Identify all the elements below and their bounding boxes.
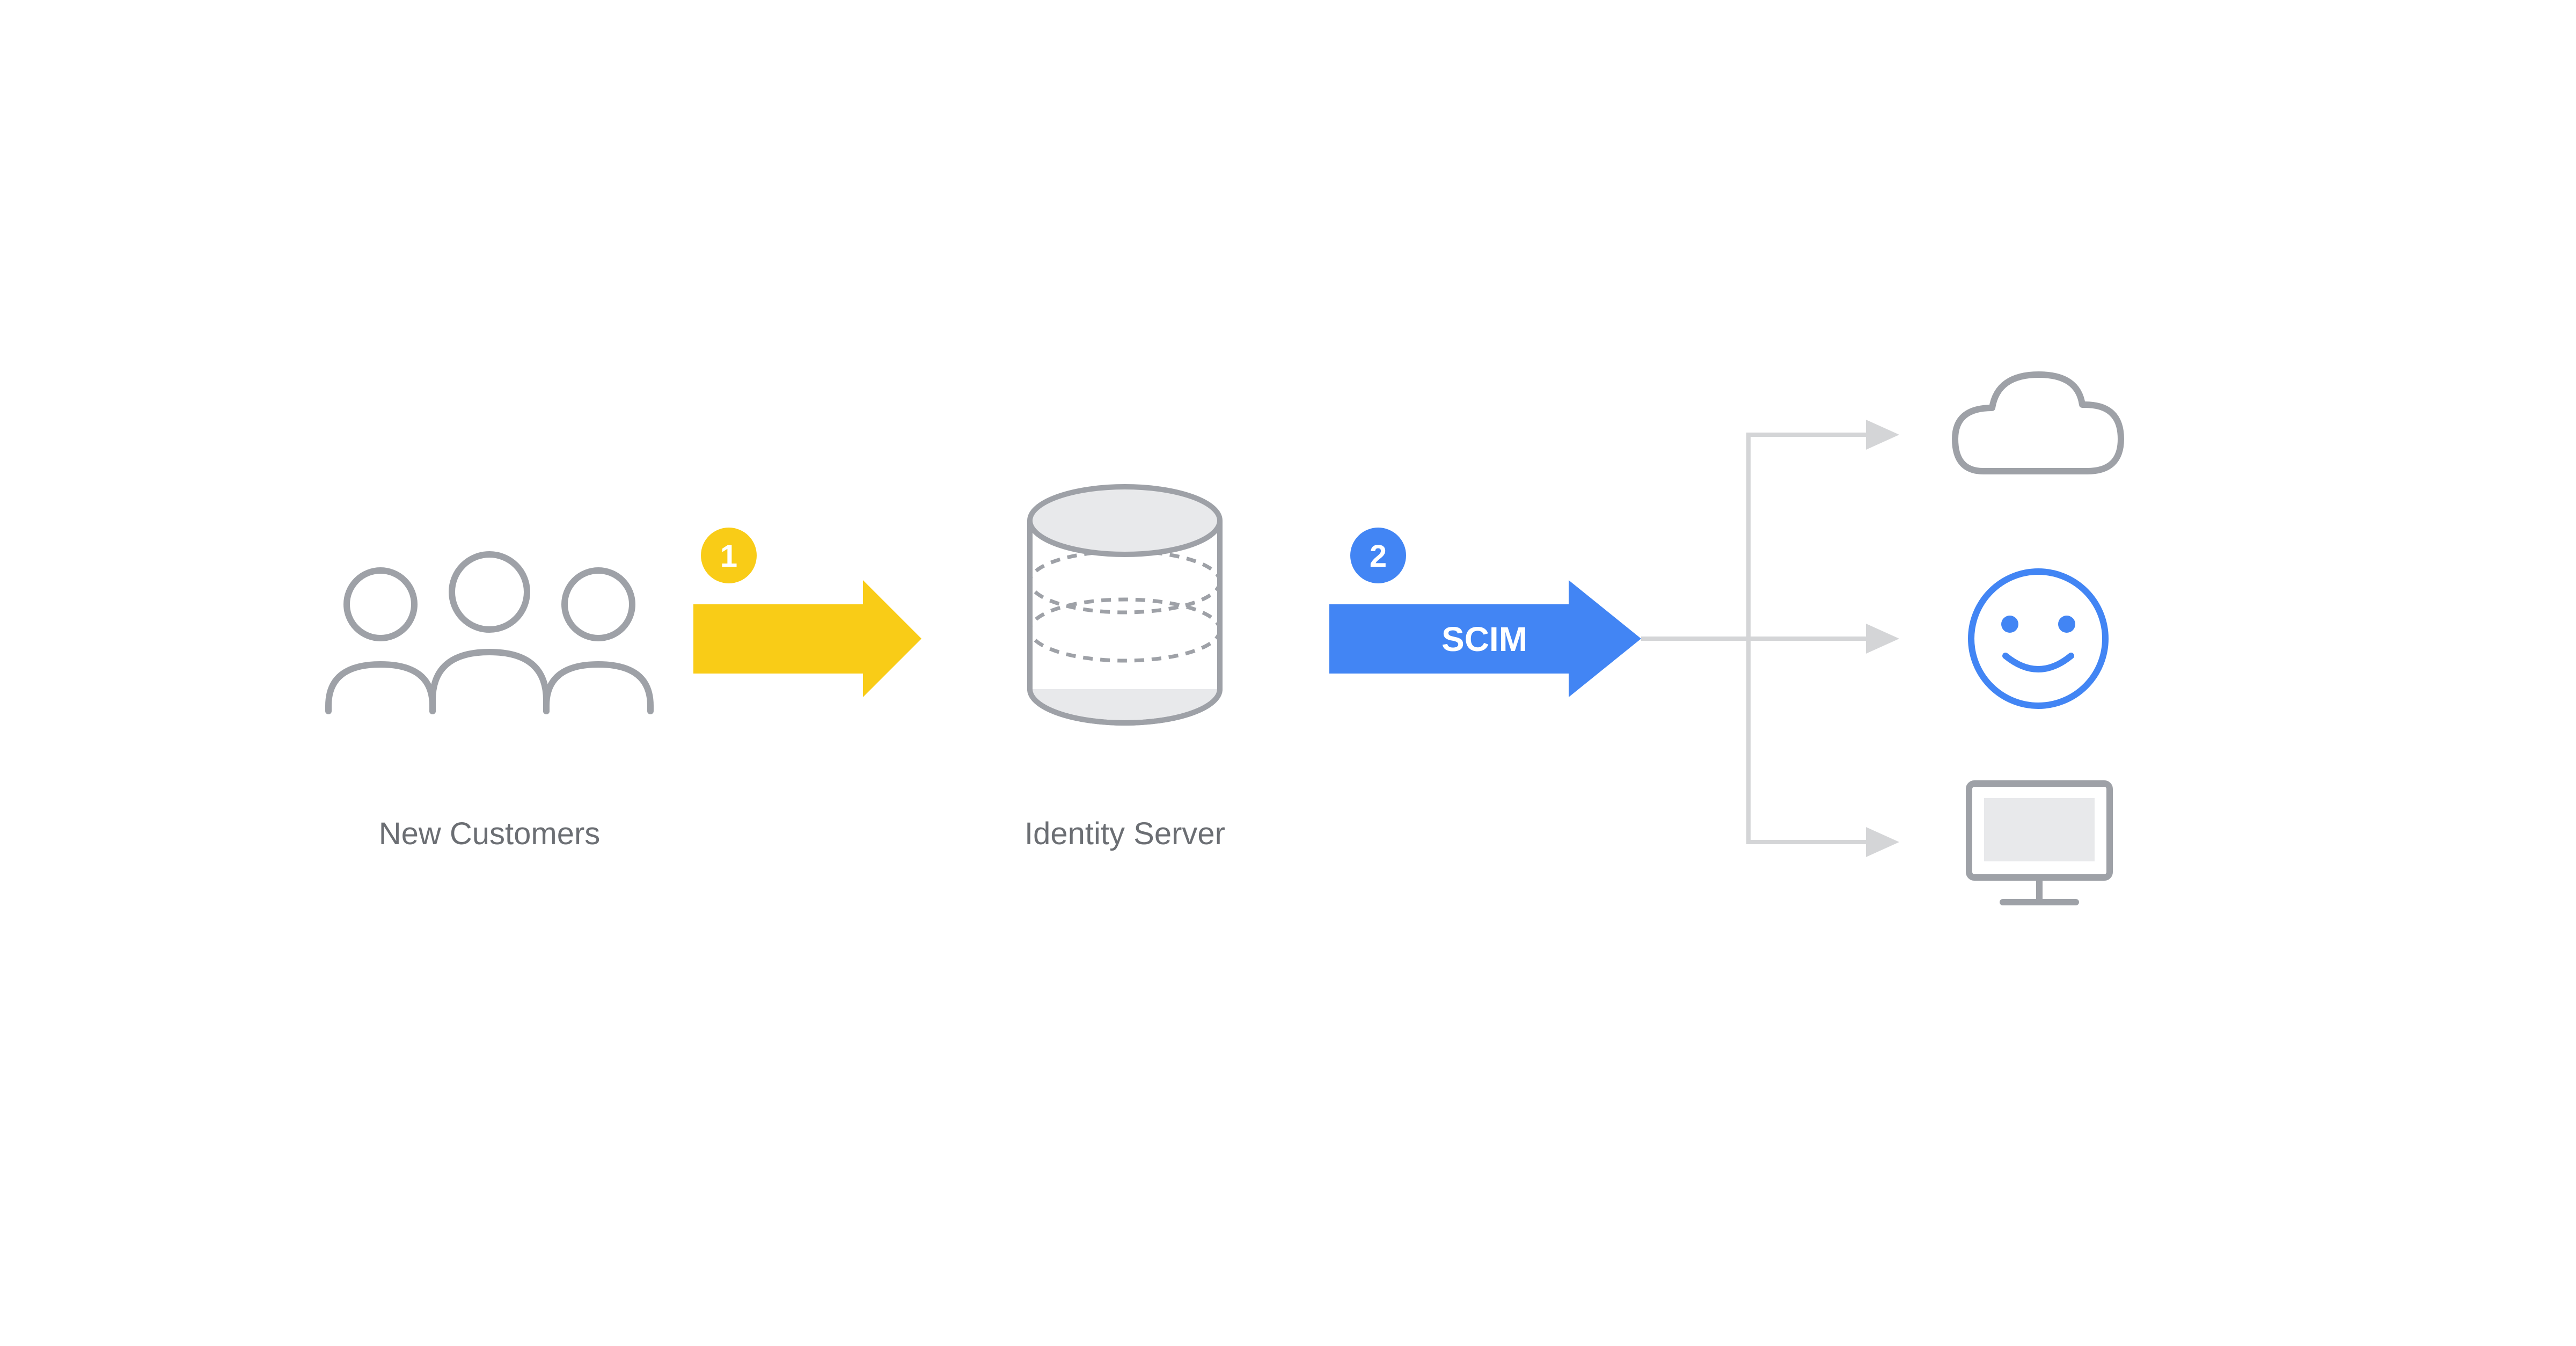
cloud-icon: [1952, 371, 2124, 474]
scim-arrow-label: SCIM: [1441, 620, 1527, 659]
step-2-badge-text: 2: [1370, 539, 1387, 574]
step-1-badge-text: 1: [720, 539, 737, 574]
connector-arrowheads: [1866, 420, 1899, 857]
arrowhead-to-face: [1866, 624, 1899, 654]
monitor-icon: [1966, 780, 2113, 905]
step-2-badge: 2: [1350, 528, 1406, 583]
database-icon: [1027, 484, 1223, 726]
server-label: Identity Server: [1024, 816, 1225, 851]
fanout-connectors: [1641, 433, 1875, 844]
step-1-badge: 1: [701, 528, 757, 583]
users-group-icon: [325, 551, 654, 714]
smiley-face-icon: [1968, 568, 2109, 709]
arrowhead-to-cloud: [1866, 420, 1899, 450]
scim-arrow: [1329, 580, 1641, 697]
arrowhead-to-monitor: [1866, 827, 1899, 857]
step-1-arrow: [693, 580, 921, 697]
customers-label: New Customers: [379, 816, 601, 851]
